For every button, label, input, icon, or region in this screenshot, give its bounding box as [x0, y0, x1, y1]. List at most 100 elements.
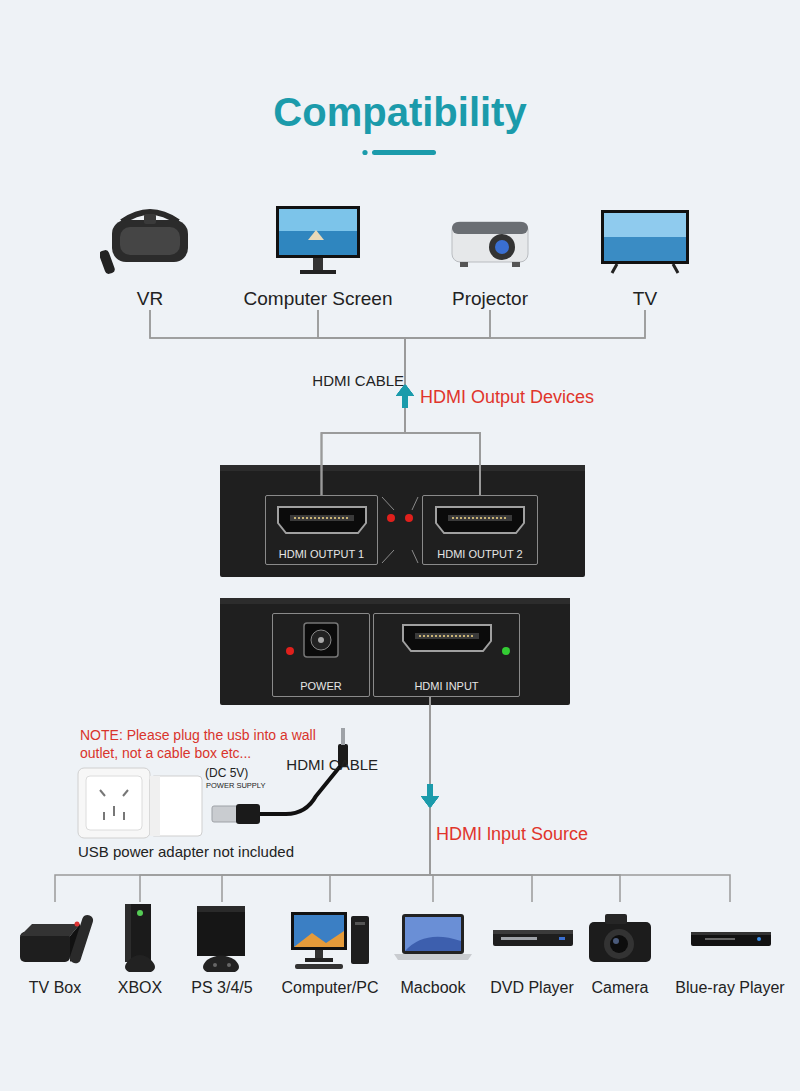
- device-icon: [487, 902, 577, 974]
- device-icon: [440, 200, 540, 280]
- usb-adapter-side: [150, 776, 160, 836]
- icon-holder: [177, 902, 267, 974]
- connector-line: [430, 697, 532, 902]
- arrow-head: [421, 784, 439, 808]
- icon-holder: [399, 621, 495, 655]
- device-label: Blue-ray Player: [675, 978, 784, 997]
- device-icon: [274, 503, 370, 537]
- connector-line: [55, 697, 430, 902]
- splitter-back: [220, 598, 570, 705]
- output-device: Projector: [440, 200, 540, 310]
- device-label: Camera: [592, 978, 649, 997]
- device-label: HDMI OUTPUT 2: [437, 548, 522, 561]
- device-icon: [10, 902, 100, 974]
- splitter-front: [220, 465, 585, 577]
- hdmi-output-port: HDMI OUTPUT 2: [422, 495, 538, 565]
- icon-holder: [100, 200, 200, 280]
- device-label: TV: [633, 288, 657, 310]
- splitter-edge: [220, 598, 570, 604]
- device-label: PS 3/4/5: [191, 978, 252, 997]
- output-device: VR: [100, 200, 200, 310]
- connector-line: [405, 310, 645, 495]
- power-port: POWER: [272, 613, 370, 697]
- title-underline: [372, 150, 436, 155]
- device-icon: [268, 200, 368, 280]
- input-source: XBOX: [95, 902, 185, 997]
- output-device: TV: [595, 200, 695, 310]
- device-icon: [95, 902, 185, 974]
- device-label: XBOX: [118, 978, 162, 997]
- connector-line: [430, 697, 620, 902]
- diagram-title: Compatibility: [0, 88, 800, 136]
- outlet-holes: [100, 790, 128, 820]
- voltage-label: (DC 5V): [205, 765, 248, 781]
- arrow-head: [421, 784, 439, 808]
- title-underline-dot: [362, 150, 367, 155]
- input-source: Macbook: [388, 902, 478, 997]
- output-device: Computer Screen: [244, 200, 393, 310]
- led-red: [405, 514, 413, 522]
- icon-holder: [432, 503, 528, 537]
- arrow-head: [421, 784, 439, 808]
- splitter-edge: [220, 465, 585, 471]
- device-icon: [432, 503, 528, 537]
- wall-outlet-face: [86, 776, 142, 830]
- hdmi-cable-connector: [421, 697, 620, 902]
- input-source: TV Box: [10, 902, 100, 997]
- connector-line: [430, 697, 730, 902]
- icon-holder: [10, 902, 100, 974]
- device-icon: [285, 902, 375, 974]
- device-icon: [595, 200, 695, 280]
- device-icon: [685, 902, 775, 974]
- device-icon: [388, 902, 478, 974]
- device-label: HDMI OUTPUT 1: [279, 548, 364, 561]
- device-label: Projector: [452, 288, 528, 310]
- note-text: USB power adapter not included: [78, 842, 294, 862]
- arrow-head: [421, 784, 439, 808]
- dc-plug-tip: [341, 728, 345, 745]
- hdmi-cable-connector: [421, 697, 532, 902]
- adapter-label: POWER SUPPLY: [206, 781, 265, 791]
- device-icon: [399, 621, 495, 655]
- input-source: Blue-ray Player: [675, 902, 784, 997]
- device-icon: [100, 200, 200, 280]
- input-source: DVD Player: [487, 902, 577, 997]
- icon-holder: [595, 200, 695, 280]
- device-icon: [575, 902, 665, 974]
- usb-adapter: [150, 776, 202, 836]
- hdmi-input-port: HDMI INPUT: [373, 613, 520, 697]
- usb-plug: [236, 804, 260, 824]
- device-label: Computer Screen: [244, 288, 393, 310]
- led-red: [387, 514, 395, 522]
- arrow-head: [421, 784, 439, 808]
- hdmi-cable-connector: [55, 697, 439, 902]
- icon-holder: [268, 200, 368, 280]
- arrow-head: [421, 784, 439, 808]
- icon-holder: [274, 503, 370, 537]
- usb-plug-metal: [212, 806, 238, 822]
- icon-holder: [95, 902, 185, 974]
- icon-holder: [575, 902, 665, 974]
- icon-holder: [302, 621, 340, 659]
- hdmi-cable-connector: [330, 697, 439, 902]
- hdmi-output-port: HDMI OUTPUT 1: [265, 495, 378, 565]
- port-divider: [382, 497, 418, 563]
- icon-holder: [285, 902, 375, 974]
- direction-label: HDMI lnput Source: [436, 823, 588, 846]
- icon-holder: [388, 902, 478, 974]
- device-label: POWER: [300, 680, 342, 693]
- arrow-head: [421, 784, 439, 808]
- hdmi-cable-connector: [421, 697, 730, 902]
- device-label: TV Box: [29, 978, 81, 997]
- input-source: Camera: [575, 902, 665, 997]
- input-source: Computer/PC: [282, 902, 379, 997]
- device-label: VR: [137, 288, 163, 310]
- device-icon: [177, 902, 267, 974]
- icon-holder: [487, 902, 577, 974]
- input-source: PS 3/4/5: [177, 902, 267, 997]
- led-green: [502, 647, 510, 655]
- led-red: [286, 647, 294, 655]
- cable-label: HDMI CABLE: [312, 371, 404, 391]
